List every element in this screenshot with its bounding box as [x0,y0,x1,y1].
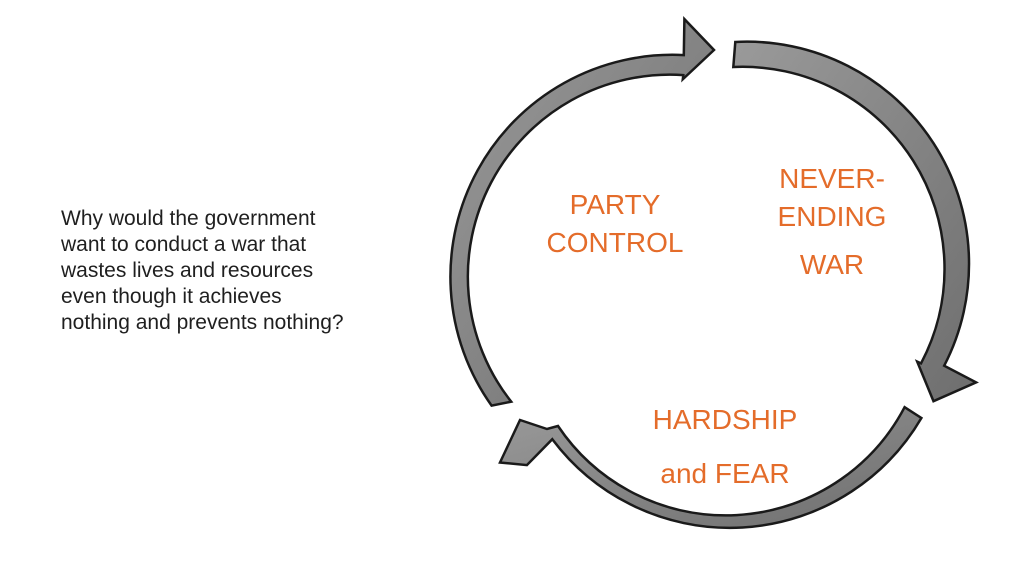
question-line: wastes lives and resources [61,259,314,282]
cycle-arrow-right [731,40,979,403]
label-line: CONTROL [546,227,684,258]
cycle-label-party-control: PARTY CONTROL [535,186,695,262]
question-line: Why would the government [61,207,316,230]
label-line: ENDING [777,201,887,232]
cycle-arrow-bottom [498,405,924,530]
cycle-label-never-ending-war: NEVER- ENDING WAR [752,160,912,284]
label-line: PARTY [569,189,661,220]
question-text: Why would the government want to conduct… [61,206,421,336]
label-line: WAR [799,249,865,280]
label-line: NEVER- [779,163,885,194]
label-line: and FEAR [660,458,790,489]
question-line: want to conduct a war that [61,233,307,256]
question-line: nothing and prevents nothing? [61,311,344,334]
cycle-arrow-top-left [449,16,716,407]
cycle-label-hardship-fear: HARDSHIP and FEAR [615,393,835,501]
label-line: HARDSHIP [652,404,798,435]
question-line: even though it achieves [61,285,282,308]
